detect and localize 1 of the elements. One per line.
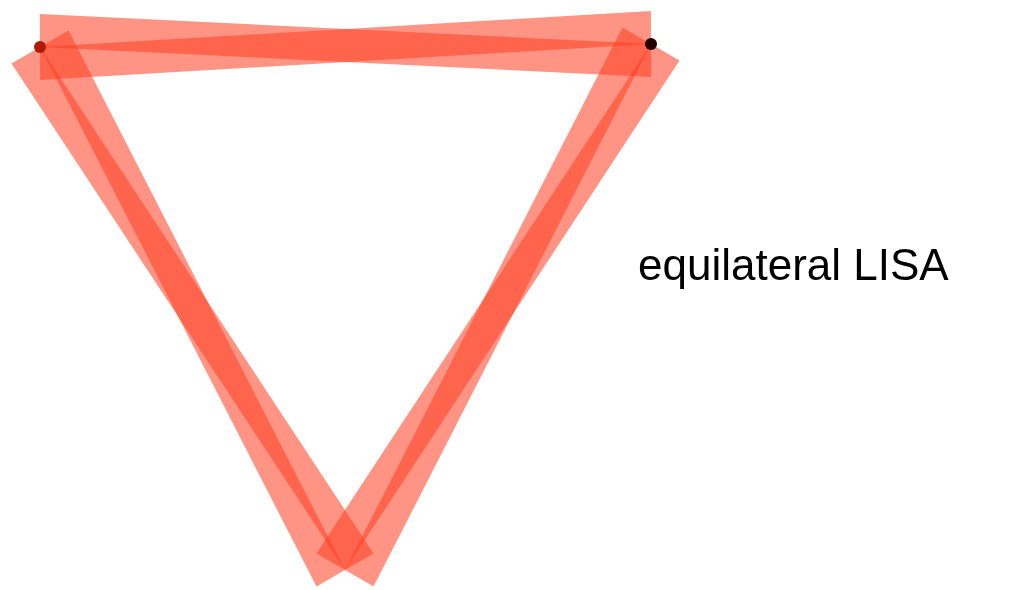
diagram-label: equilateral LISA <box>638 243 949 287</box>
